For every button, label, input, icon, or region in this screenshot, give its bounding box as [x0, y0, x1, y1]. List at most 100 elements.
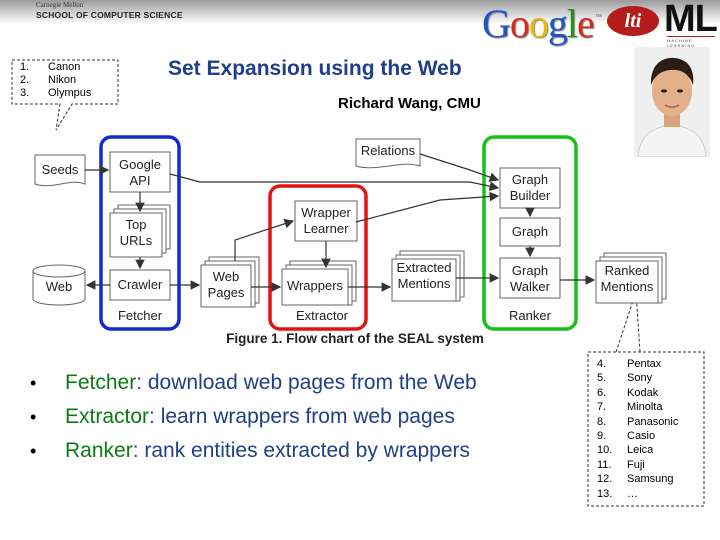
result-item: Casio	[627, 430, 656, 443]
extractor-label: Extractor	[295, 308, 348, 323]
slide-title: Set Expansion using the Web	[168, 57, 462, 80]
web-node-top	[32, 264, 86, 278]
bullet-text: : learn wrappers from web pages	[149, 405, 455, 428]
wrapper-learner-label-line: Wrapper	[301, 205, 351, 220]
google-logo-letter: g	[547, 1, 568, 46]
slide-author: Richard Wang, CMU	[338, 95, 481, 112]
result-item: Sony	[627, 372, 653, 385]
ml-logo: ML	[664, 0, 718, 40]
seed-item: Canon	[48, 61, 81, 73]
result-number: 5.	[597, 372, 607, 385]
results-callout-bubble	[587, 291, 705, 507]
google-logo-letter: o	[509, 1, 530, 46]
seed-number: 1.	[20, 61, 30, 73]
result-item: …	[627, 487, 638, 500]
ranker-label: Ranker	[509, 308, 551, 323]
top-urls-label-line: Top	[125, 217, 147, 232]
google-api-label-line: Google	[119, 157, 161, 172]
bullet-symbol: •	[30, 373, 37, 393]
seeds-label: Seeds	[41, 162, 79, 177]
bullet-symbol: •	[30, 407, 37, 427]
google-logo-letter: o	[528, 1, 549, 46]
extracted-mentions-node	[391, 258, 457, 302]
ranked-mentions-label-line: Ranked	[604, 263, 650, 278]
result-number: 9.	[597, 430, 607, 443]
results-items: Pentax Sony Kodak Minolta Panasonic Casi…	[627, 357, 678, 501]
result-item: Minolta	[627, 401, 663, 414]
google-logo-letter: G	[482, 1, 511, 46]
seed-callout-bubble	[11, 59, 119, 131]
google-logo-letter: l	[566, 1, 578, 46]
graph-walker-label-line: Walker	[510, 279, 550, 294]
graph-builder-label-line: Builder	[509, 188, 551, 203]
ml-logo-underline	[667, 36, 715, 37]
author-photo	[634, 47, 710, 157]
bullet-symbol: •	[30, 441, 37, 461]
result-item: Pentax	[627, 358, 662, 370]
web-pages-label-line: Pages	[207, 285, 245, 300]
bullet-key: Extractor	[65, 405, 150, 428]
top-urls-label: Top URLs	[110, 217, 162, 249]
graph-walker-node	[499, 257, 561, 299]
wrappers-node	[281, 268, 349, 306]
google-logo: Google	[482, 0, 595, 47]
seed-number: 2.	[20, 74, 30, 86]
result-number: 11.	[597, 458, 612, 471]
wrappers-label: Wrappers	[286, 278, 344, 293]
web-node	[32, 271, 86, 306]
results-numbers: 4. 5. 6. 7. 8. 9. 10. 11. 12. 13.	[597, 357, 612, 501]
top-urls-node	[109, 212, 163, 258]
ranked-mentions-label-line: Mentions	[600, 279, 654, 294]
seed-list-items: Canon Nikon Olympus	[48, 61, 91, 100]
web-pages-label: Web Pages	[201, 269, 251, 301]
seed-list-numbers: 1. 2. 3.	[20, 61, 29, 100]
bullet-text: : download web pages from the Web	[136, 371, 477, 394]
web-pages-label-line: Web	[212, 269, 240, 284]
school-label: SCHOOL OF COMPUTER SCIENCE	[36, 10, 183, 20]
graph-walker-label: Graph Walker	[500, 263, 560, 295]
lti-logo: lti	[607, 6, 659, 36]
result-number: 7.	[597, 401, 607, 414]
seeds-node	[34, 154, 86, 187]
seed-number: 3.	[20, 87, 30, 99]
result-number: 10.	[597, 444, 613, 457]
diagram-arrows	[85, 153, 596, 292]
top-urls-label-line: URLs	[119, 233, 153, 248]
result-item: Fuji	[627, 458, 645, 471]
graph-builder-label-line: Graph	[511, 172, 549, 187]
result-item: Panasonic	[627, 415, 679, 428]
extracted-mentions-label: Extracted Mentions	[392, 260, 456, 292]
google-api-label-line: API	[129, 173, 151, 188]
ranked-mentions-node	[595, 260, 659, 304]
seed-item: Olympus	[48, 87, 92, 99]
web-label: Web	[45, 279, 73, 294]
relations-label: Relations	[360, 143, 416, 158]
graph-label: Graph	[511, 224, 549, 239]
google-api-node	[109, 151, 171, 193]
bullet-key: Fetcher	[65, 371, 137, 394]
result-number: 12.	[597, 473, 613, 486]
graph-builder-label: Graph Builder	[500, 172, 560, 204]
result-number: 13.	[597, 487, 613, 500]
extracted-mentions-label-line: Mentions	[397, 276, 451, 291]
wrapper-learner-node	[294, 200, 358, 242]
ranked-mentions-label: Ranked Mentions	[596, 263, 658, 295]
relations-node	[355, 138, 421, 169]
extractor-group-frame	[268, 184, 368, 331]
result-number: 6.	[597, 386, 607, 399]
graph-builder-node	[499, 167, 561, 209]
wrapper-learner-label-line: Learner	[303, 221, 349, 236]
google-logo-letter: e	[577, 1, 595, 46]
bullet-list: • Fetcher: download web pages from the W…	[30, 366, 570, 476]
extracted-mentions-label-line: Extracted	[396, 260, 452, 275]
wrapper-learner-label: Wrapper Learner	[295, 205, 357, 237]
graph-walker-label-line: Graph	[511, 263, 549, 278]
web-pages-node	[200, 264, 252, 308]
result-item: Leica	[627, 444, 654, 457]
result-item: Samsung	[627, 473, 674, 486]
seed-item: Nikon	[48, 74, 77, 86]
result-number: 4.	[597, 358, 607, 370]
fetcher-label: Fetcher	[117, 308, 163, 323]
